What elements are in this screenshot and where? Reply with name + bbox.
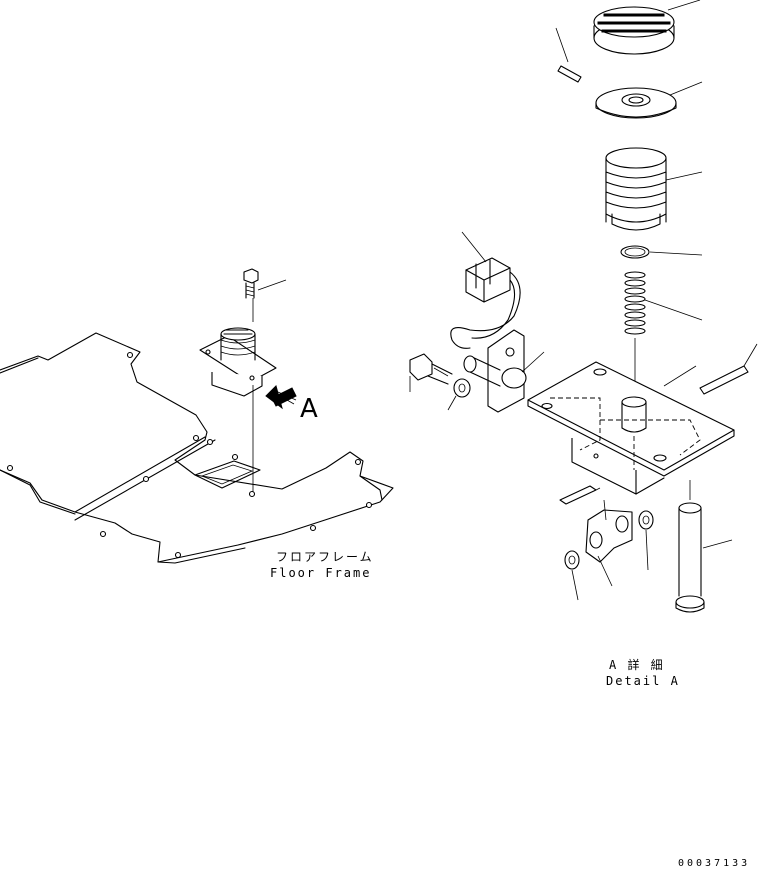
spring xyxy=(624,271,703,398)
switch-assembly xyxy=(450,231,545,413)
view-arrow xyxy=(265,385,297,410)
cup-washer xyxy=(595,81,703,119)
small-pin xyxy=(555,27,582,83)
pedal-pad xyxy=(593,0,701,55)
bellows xyxy=(605,147,703,231)
detail-label-en: Detail A xyxy=(606,674,680,688)
detail-label-jp: A 詳 細 xyxy=(609,658,665,672)
base-bracket xyxy=(527,361,735,495)
long-pin xyxy=(699,343,758,395)
lower-parts xyxy=(559,485,654,601)
bolt-washer xyxy=(409,353,471,411)
floor-frame-label-en: Floor Frame xyxy=(270,566,372,580)
small-pedal-assembly xyxy=(199,268,287,492)
drawing-number: 00037133 xyxy=(678,858,751,869)
clevis-pin xyxy=(675,480,733,613)
floor-frame xyxy=(0,332,394,564)
ring xyxy=(620,245,703,259)
floor-frame-label-jp: フロアフレーム xyxy=(276,550,374,564)
view-marker-label: A xyxy=(300,394,318,424)
